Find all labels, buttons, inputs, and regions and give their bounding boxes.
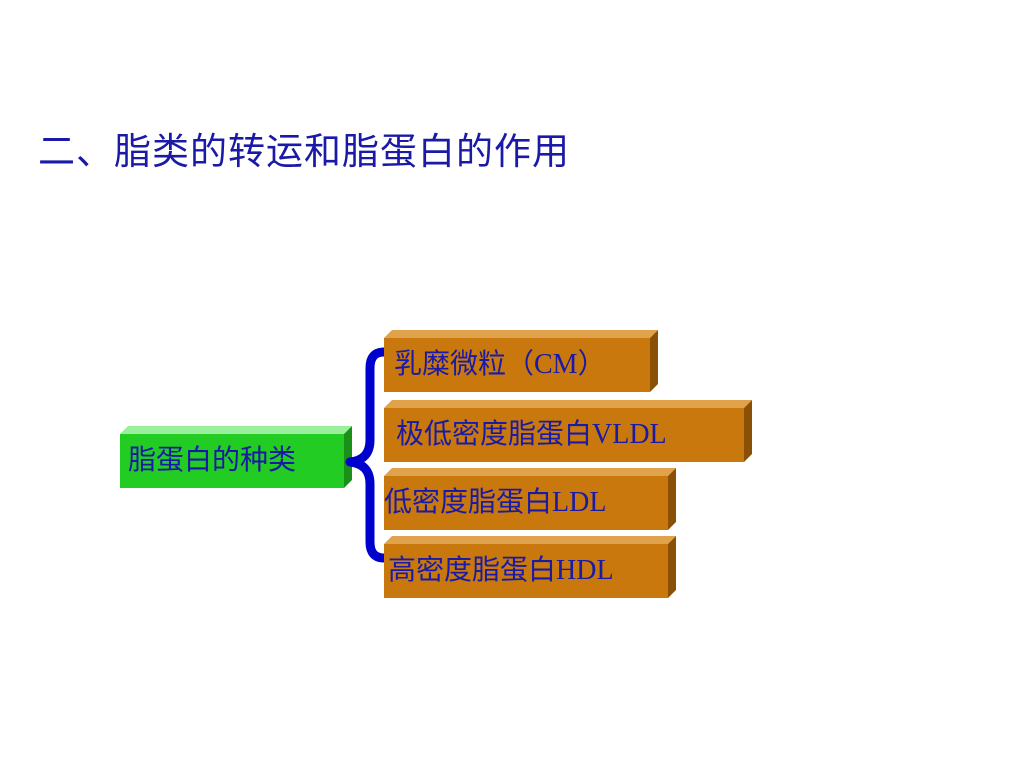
item-box-side (668, 468, 676, 530)
item-box-side (668, 536, 676, 598)
item-box-face (384, 476, 668, 530)
item-label-cm: 乳糜微粒（CM） (394, 349, 606, 380)
root-box (120, 426, 352, 488)
root-box-side (344, 426, 352, 488)
item-box-top (384, 400, 752, 408)
item-box-face (384, 338, 650, 392)
item-box-hdl (384, 536, 676, 598)
root-label: 脂蛋白的种类 (128, 445, 297, 476)
item-label-vldl: 极低密度脂蛋白VLDL (396, 419, 667, 450)
curly-brace (345, 347, 389, 563)
item-box-vldl (384, 400, 752, 462)
item-box-side (650, 330, 658, 392)
item-label-ldl: 低密度脂蛋白LDL (384, 487, 607, 518)
item-box-top (384, 330, 658, 338)
item-box-cm (384, 330, 658, 392)
item-box-ldl (384, 468, 676, 530)
item-label-hdl: 高密度脂蛋白HDL (388, 555, 614, 586)
item-box-face (384, 408, 744, 462)
item-box-top (384, 536, 676, 544)
root-box-face (120, 434, 344, 488)
item-box-side (744, 400, 752, 462)
slide-title: 二、脂类的转运和脂蛋白的作用 (38, 132, 570, 173)
root-box-top (120, 426, 352, 434)
item-box-top (384, 468, 676, 476)
item-box-face (384, 544, 668, 598)
